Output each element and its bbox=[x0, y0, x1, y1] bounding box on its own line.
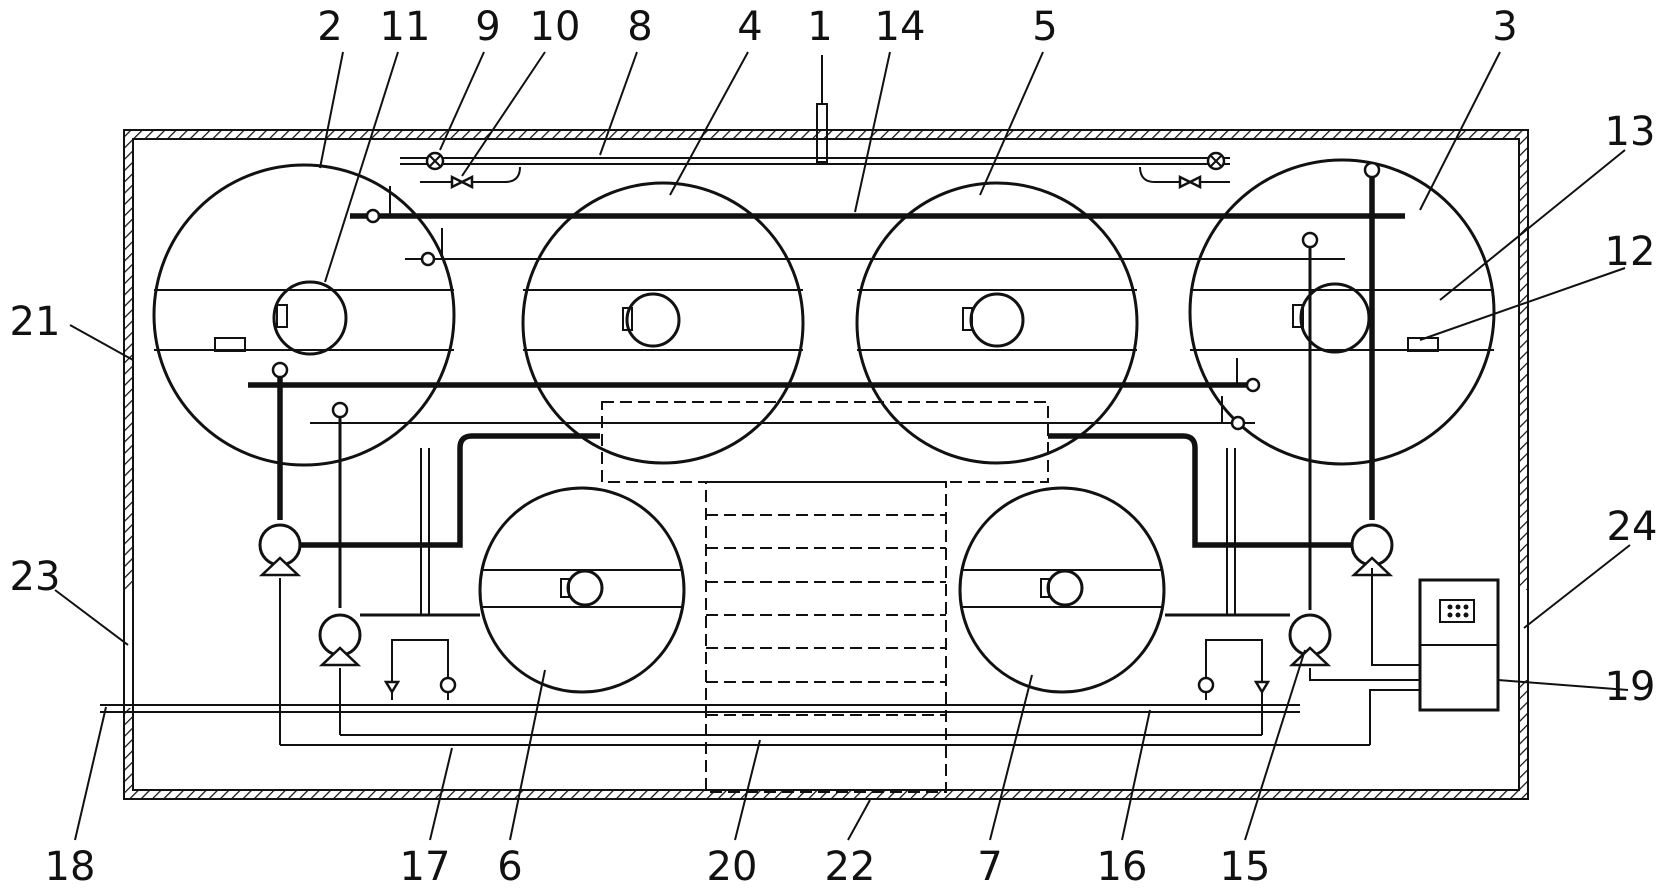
header-pipes bbox=[248, 186, 1405, 431]
wall-openings bbox=[123, 590, 1529, 708]
callout-22: 22 bbox=[825, 844, 876, 890]
callout-16: 16 bbox=[1097, 844, 1148, 890]
bottom-return-lines bbox=[100, 689, 1420, 746]
callout-labels: 1 2 3 4 5 6 7 8 9 10 11 12 13 14 15 16 1… bbox=[10, 4, 1658, 890]
callout-21: 21 bbox=[10, 299, 61, 345]
callout-12: 12 bbox=[1605, 229, 1656, 275]
tank-2 bbox=[152, 163, 456, 467]
callout-6: 6 bbox=[497, 844, 522, 890]
callout-2: 2 bbox=[317, 4, 342, 50]
right-riser-circuit bbox=[1048, 161, 1420, 700]
central-dashed-unit bbox=[601, 401, 1049, 793]
leader-lines bbox=[54, 51, 1631, 841]
callout-3: 3 bbox=[1492, 4, 1517, 50]
callout-1: 1 bbox=[807, 4, 832, 50]
callout-8: 8 bbox=[627, 4, 652, 50]
tank-4 bbox=[521, 181, 805, 465]
tank-5 bbox=[855, 181, 1139, 465]
control-box bbox=[1418, 578, 1500, 712]
callout-13: 13 bbox=[1605, 109, 1656, 155]
tank-3 bbox=[1188, 158, 1496, 466]
callout-10: 10 bbox=[530, 4, 581, 50]
callout-5: 5 bbox=[1032, 4, 1057, 50]
callout-24: 24 bbox=[1607, 504, 1658, 550]
callout-7: 7 bbox=[977, 844, 1002, 890]
callout-19: 19 bbox=[1605, 664, 1656, 710]
callout-4: 4 bbox=[737, 4, 762, 50]
callout-20: 20 bbox=[707, 844, 758, 890]
callout-14: 14 bbox=[875, 4, 926, 50]
top-manifold bbox=[400, 151, 1230, 190]
callout-17: 17 bbox=[400, 844, 451, 890]
callout-11: 11 bbox=[380, 4, 431, 50]
housing-wall bbox=[123, 129, 1529, 800]
callout-18: 18 bbox=[45, 844, 96, 890]
callout-9: 9 bbox=[475, 4, 500, 50]
tank-6 bbox=[478, 486, 686, 694]
callout-15: 15 bbox=[1220, 844, 1271, 890]
tank-7 bbox=[958, 486, 1166, 694]
callout-23: 23 bbox=[10, 554, 61, 600]
left-riser-circuit bbox=[258, 361, 600, 745]
